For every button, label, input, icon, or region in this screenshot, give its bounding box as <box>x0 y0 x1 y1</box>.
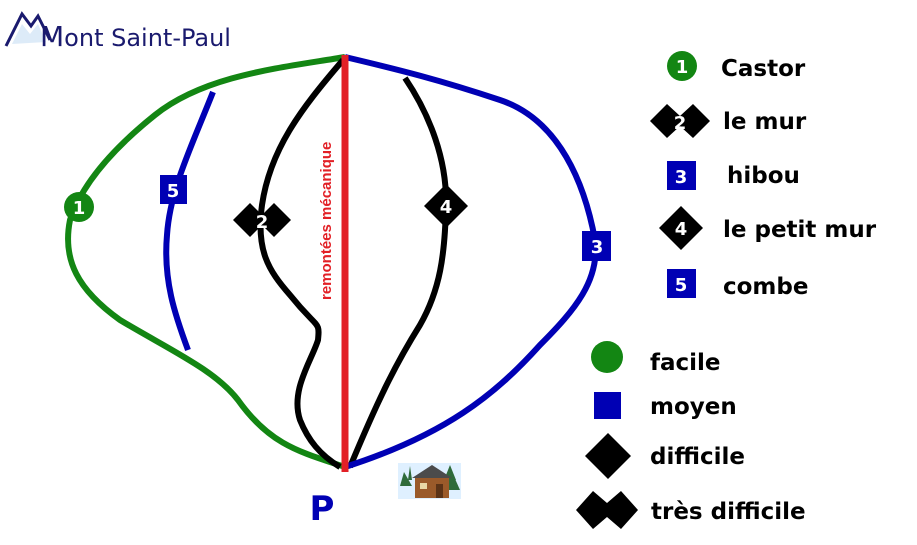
level-diamond-symbol <box>585 433 631 479</box>
legend-trail-4-name: le petit mur <box>723 217 877 243</box>
legend-trail-1: 1 Castor <box>667 51 806 82</box>
trail-3-number: 3 <box>591 237 604 258</box>
legend-trail-3-name: hibou <box>727 163 800 189</box>
legend-trail-1-name: Castor <box>721 56 806 82</box>
chalet-icon <box>398 463 461 499</box>
level-facile-label: facile <box>650 350 721 376</box>
legend-trail-2: 2 le mur <box>650 104 807 138</box>
legend-trail-2-name: le mur <box>723 109 807 135</box>
level-tres-difficile-label: très difficile <box>651 499 806 525</box>
trail-4-path <box>347 76 450 469</box>
legend-trail-3-number: 3 <box>675 167 688 188</box>
legend-trail-2-number: 2 <box>674 113 687 134</box>
base-label: P <box>310 489 335 529</box>
level-moyen-label: moyen <box>650 394 737 420</box>
legend-trail-1-number: 1 <box>676 57 689 78</box>
trail-1-marker: 1 <box>64 192 94 222</box>
legend-level-tres-difficile: très difficile <box>576 491 806 529</box>
level-difficile-label: difficile <box>650 444 745 470</box>
trail-3-marker: 3 <box>582 231 611 261</box>
trail-4-marker: 4 <box>424 184 468 228</box>
level-circle-symbol <box>591 341 623 373</box>
legend-trail-4: 4 le petit mur <box>659 206 877 250</box>
trail-1-number: 1 <box>73 198 86 219</box>
trail-3-path <box>344 54 599 470</box>
legend-trail-5: 5 combe <box>667 269 808 300</box>
trail-5-number: 5 <box>167 181 180 202</box>
legend-level-moyen: moyen <box>594 392 737 420</box>
level-double-diamond-symbol <box>576 491 638 529</box>
trail-2-path <box>257 58 346 470</box>
trail-2-marker: 2 <box>233 203 291 237</box>
legend-trail-4-number: 4 <box>675 219 688 240</box>
legend-level-facile: facile <box>591 341 721 376</box>
mountain-icon <box>4 11 52 47</box>
trail-4-number: 4 <box>440 197 453 218</box>
level-square-symbol <box>594 392 621 419</box>
legend-trail-3: 3 hibou <box>667 161 800 190</box>
legend-trail-5-name: combe <box>723 274 808 300</box>
map-title: Mont Saint-Paul <box>40 20 231 53</box>
trail-2-number: 2 <box>256 212 269 233</box>
trail-5-path <box>163 90 216 352</box>
legend-level-difficile: difficile <box>585 433 745 479</box>
legend-trail-5-number: 5 <box>675 275 688 296</box>
map-title-rest: ont Saint-Paul <box>64 24 231 52</box>
trail-5-marker: 5 <box>160 175 187 204</box>
ski-lift-label: remontées mécanique <box>318 142 335 300</box>
trail-1-path <box>65 54 346 470</box>
legend-trail-1-circle <box>667 51 697 81</box>
